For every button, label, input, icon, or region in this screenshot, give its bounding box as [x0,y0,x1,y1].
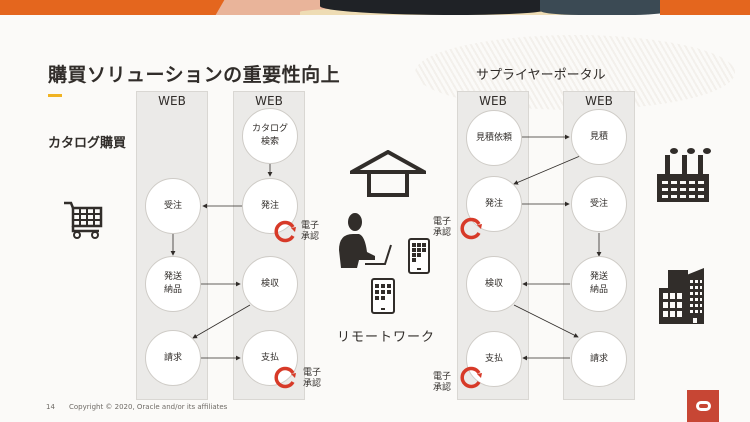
copyright-text: Copyright © 2020, Oracle and/or its affi… [69,403,228,411]
tablet-icon [408,238,430,274]
page-title: 購買ソリューションの重要性向上 [48,64,341,86]
node-payment: 支払 [242,330,298,386]
node-shipping-delivery: 発送 納品 [145,256,201,312]
esign-refresh-icon [460,366,482,389]
column-label: WEB [585,94,613,108]
node-invoice: 請求 [145,330,201,386]
node-invoice: 請求 [571,331,627,387]
node-purchase-order: 発注 [466,176,522,232]
node-catalog-search: カタログ 検索 [242,108,298,164]
remote-work-label: リモートワーク [337,330,436,345]
house-icon [350,150,426,197]
node-payment: 支払 [466,331,522,387]
esign-refresh-icon [274,366,296,389]
column-label: WEB [158,94,186,108]
node-inspection: 検収 [466,256,522,312]
node-order-receipt: 受注 [571,176,627,232]
oracle-logo [687,390,719,422]
column-label: WEB [255,94,283,108]
node-inspection: 検収 [242,256,298,312]
office-buildings-icon [659,268,704,324]
esign-refresh-icon [274,220,296,243]
header-banner-artwork [0,0,750,15]
person-laptop-icon [339,213,392,268]
title-accent-bar [48,94,62,97]
esign-label: 電子 承認 [301,221,320,242]
catalog-purchase-label: カタログ購買 [48,136,127,151]
oracle-o-icon [695,401,711,411]
node-quote: 見積 [571,109,627,165]
esign-refresh-icon [460,217,482,240]
node-shipping-delivery: 発送 納品 [571,256,627,312]
tablet-icon [371,278,395,314]
shopping-cart-icon [64,201,103,239]
supplier-portal-title: サプライヤーポータル [476,68,606,83]
page-number: 14 [46,403,55,411]
node-order-receipt: 受注 [145,178,201,234]
esign-label: 電子 承認 [303,368,322,389]
node-quote-request: 見積依頼 [466,110,522,166]
column-label: WEB [479,94,507,108]
esign-label: 電子 承認 [433,372,452,393]
esign-label: 電子 承認 [433,217,452,238]
factory-icon [657,148,711,202]
